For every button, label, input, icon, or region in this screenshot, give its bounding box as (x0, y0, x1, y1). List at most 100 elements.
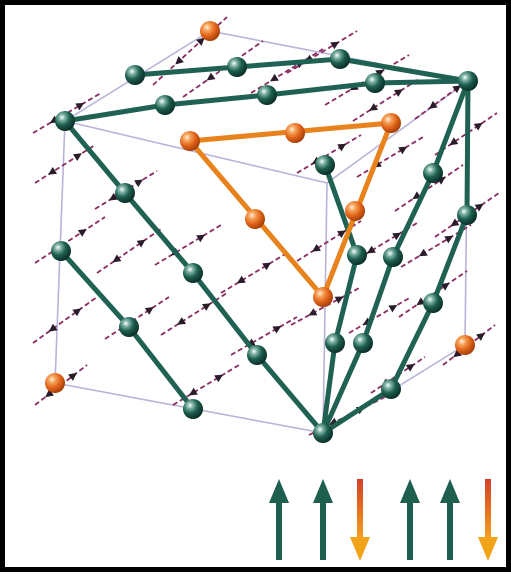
spin-direction-arrow (418, 248, 428, 257)
spin-direction-arrow (48, 323, 58, 332)
spin-direction-arrow (473, 122, 483, 131)
up-spin-arrow (440, 479, 460, 503)
green-atom (353, 333, 373, 353)
spin-direction-arrow (452, 85, 462, 94)
spin-line (160, 292, 228, 336)
down-spin-arrow (357, 479, 363, 539)
cube-edge (64, 120, 328, 184)
lattice-diagram (32, 16, 500, 561)
spin-direction-arrow (388, 304, 398, 313)
spin-direction-arrow (48, 167, 58, 175)
spin-direction-arrow (175, 56, 184, 65)
orange-atom (285, 123, 305, 143)
atom-chain (132, 56, 471, 84)
spin-line (104, 296, 170, 340)
spin-direction-arrow (308, 308, 318, 316)
spin-direction-arrow (201, 303, 211, 311)
spin-direction-arrow (196, 234, 206, 243)
orange-atom (245, 209, 265, 229)
spin-line (296, 220, 362, 262)
orange-atom (381, 113, 401, 133)
spin-direction-arrow (214, 374, 224, 383)
down-spin-arrow (478, 537, 498, 561)
spin-direction-arrow (337, 143, 347, 152)
spin-direction-arrow (449, 137, 459, 146)
green-atom (381, 379, 401, 399)
spin-direction-arrow (112, 254, 122, 263)
spin-direction-arrow (428, 100, 438, 109)
spin-direction-arrow (68, 372, 77, 381)
spin-direction-arrow (144, 307, 154, 315)
green-atom (51, 241, 71, 261)
spin-line (154, 224, 222, 266)
spin-direction-arrow (334, 296, 344, 304)
spin-line (352, 78, 420, 122)
green-atom (247, 345, 267, 365)
spin-direction-arrow (196, 37, 205, 46)
up-spin-arrow (313, 479, 333, 503)
orange-atom (313, 287, 333, 307)
green-atom (365, 73, 385, 93)
spin-direction-arrow (375, 69, 385, 78)
orange-atom (200, 21, 220, 41)
spin-line (96, 228, 162, 274)
down-spin-arrow (350, 537, 370, 561)
spin-direction-arrow (337, 230, 346, 239)
spin-arrow-legend (269, 479, 498, 561)
spin-line (434, 192, 500, 238)
spin-direction-arrow (330, 41, 340, 50)
orange-atom (180, 131, 200, 151)
spin-direction-arrow (312, 243, 321, 252)
spin-line (348, 296, 412, 334)
spin-direction-arrow (188, 387, 198, 396)
green-atom (155, 95, 175, 115)
spin-direction-arrow (75, 102, 85, 111)
spin-line (296, 134, 362, 174)
spin-direction-arrow (474, 203, 484, 212)
cube-edge (322, 182, 328, 434)
spin-direction-arrow (72, 308, 82, 317)
spin-line (220, 252, 288, 294)
spin-direction-arrow (393, 89, 403, 97)
green-atom (330, 49, 350, 69)
green-atom (457, 205, 477, 225)
spin-direction-arrow (236, 275, 246, 284)
spin-direction-arrow (272, 326, 282, 334)
spin-direction-arrow (392, 232, 402, 241)
atom-chain (320, 162, 360, 436)
spin-line (434, 112, 498, 156)
spin-line (230, 316, 298, 356)
down-spin-arrow (485, 479, 491, 539)
spin-direction-arrow (134, 179, 144, 188)
spin-direction-arrow (177, 317, 187, 325)
spin-direction-arrow (206, 72, 216, 81)
atom-chains (58, 56, 471, 436)
atoms (45, 21, 478, 443)
green-atom (227, 57, 247, 77)
green-atom (115, 183, 135, 203)
spin-direction-arrow (77, 229, 87, 237)
green-atom (325, 333, 345, 353)
orange-atom (45, 373, 65, 393)
green-atom (125, 65, 145, 85)
spin-direction-arrow (398, 146, 408, 155)
green-atom (183, 263, 203, 283)
green-atom (119, 317, 139, 337)
spin-direction-arrow (476, 332, 485, 341)
green-atom (257, 85, 277, 105)
green-atom (423, 163, 443, 183)
spin-direction-arrow (369, 103, 379, 111)
green-atom (313, 423, 333, 443)
green-atom (55, 111, 75, 131)
spin-direction-arrow (366, 245, 376, 254)
green-atom (423, 293, 443, 313)
spin-line (394, 164, 464, 212)
spin-direction-arrow (405, 363, 415, 372)
green-atom (315, 155, 335, 175)
green-atom (347, 245, 367, 265)
spin-line (34, 216, 106, 264)
green-atom (383, 247, 403, 267)
spin-direction-arrow (444, 235, 454, 244)
up-spin-arrow (400, 479, 420, 503)
